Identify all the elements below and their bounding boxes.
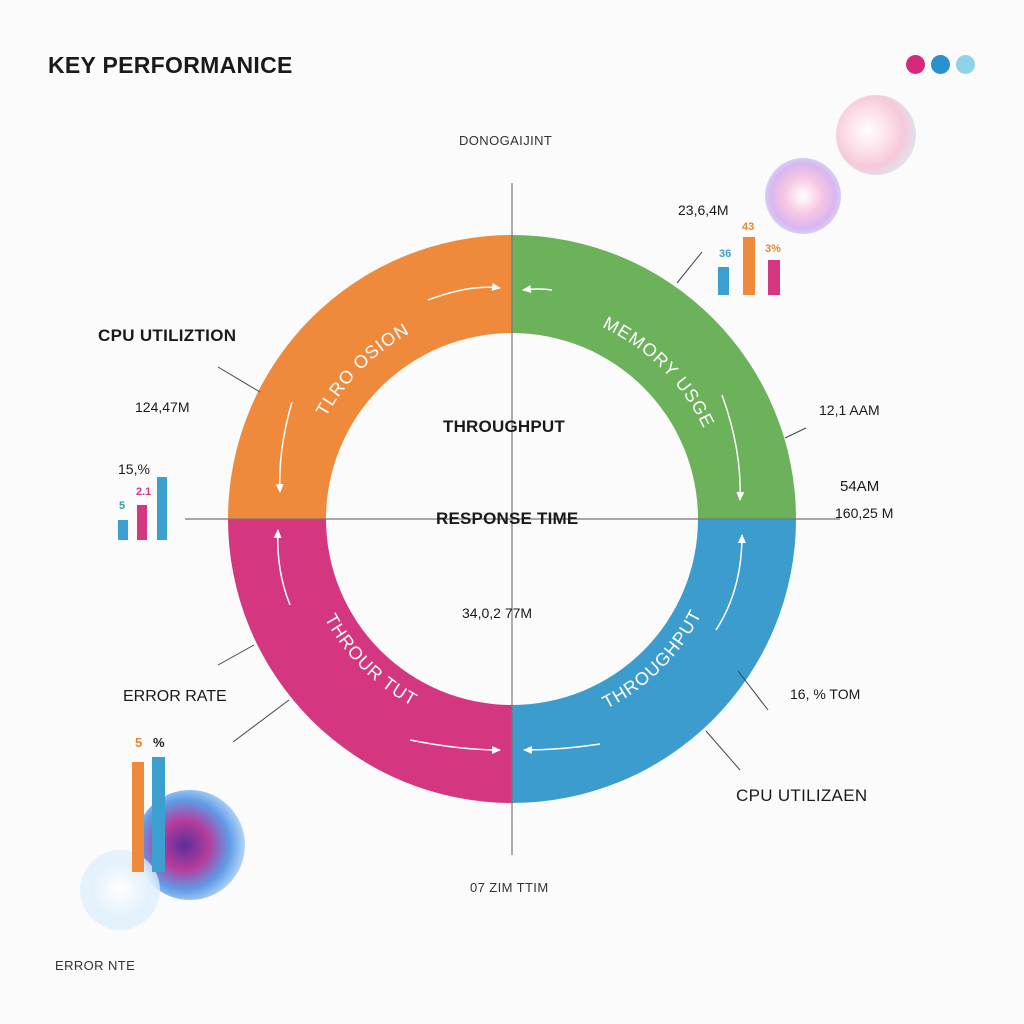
arrow-top-left-icon — [427, 282, 501, 301]
page-title: KEY PERFORMANICE — [48, 52, 293, 78]
cpu-utilization-value: 124,47M — [135, 399, 190, 415]
bar — [118, 520, 128, 540]
dot-blue-icon — [931, 55, 950, 74]
bar — [152, 757, 165, 872]
bar — [718, 267, 729, 295]
segment-top-left — [228, 235, 512, 519]
right-value-1: 12,1 AAM — [819, 402, 880, 418]
left-mini-bar-chart: 5 2.1 — [118, 470, 178, 540]
cpu-utilization-right-label: CPU UTILIZAEN — [736, 786, 868, 805]
leader-line — [737, 670, 769, 711]
arrow-top-right-icon — [522, 285, 553, 294]
right-top-value: 23,6,4M — [678, 202, 729, 218]
leader-line — [784, 427, 807, 439]
bar — [768, 260, 780, 295]
bar — [157, 477, 167, 540]
error-rate-label: ERROR RATE — [123, 688, 227, 705]
arrow-left-up-icon — [275, 401, 293, 493]
arrow-bottom-right-icon — [523, 743, 601, 754]
decorative-bubble-icon — [80, 850, 160, 930]
bar-value-label: 43 — [742, 221, 755, 233]
arrow-bottom-left-icon — [409, 739, 501, 754]
bar — [137, 505, 147, 540]
right-value-4: 16, % TOM — [790, 686, 861, 702]
leader-line — [217, 644, 255, 666]
center-value: 34,0,2 77M — [462, 605, 533, 621]
leader-line — [217, 366, 261, 393]
arrow-left-down-icon — [273, 529, 291, 606]
top-axis-label: DONOGAIJINT — [459, 133, 553, 148]
bar-value-label: 3% — [765, 243, 781, 255]
cpu-utilization-label: CPU UTILIZTION — [98, 326, 237, 345]
dot-cyan-icon — [956, 55, 975, 74]
right-mini-bar-chart: 36 43 3% — [718, 218, 788, 295]
left-chart-top-label: 15,% — [118, 461, 150, 477]
bottom-axis-label: 07 ZIM TTIM — [470, 880, 549, 895]
center-response-time-label: RESPONSE TIME — [436, 509, 579, 528]
bar-value-label: % — [153, 735, 165, 750]
segment-top-right — [512, 235, 796, 519]
bar-value-label: 5 — [135, 735, 143, 750]
dot-magenta-icon — [906, 55, 925, 74]
right-value-2: 54AM — [840, 478, 880, 495]
error-rate-bar-chart: 5 % — [130, 735, 170, 872]
leader-line — [676, 251, 703, 284]
right-value-3: 160,25 M — [835, 505, 894, 521]
footer-label: ERROR NTE — [55, 958, 136, 973]
arrow-right-down-icon — [721, 394, 745, 501]
bar-value-label: 36 — [719, 248, 732, 260]
segment-bottom-left — [228, 519, 512, 803]
leader-line — [705, 730, 741, 771]
decorative-bubble-icon — [836, 95, 916, 175]
decorative-bubble-icon — [765, 158, 841, 234]
bar-value-label: 2.1 — [136, 486, 152, 498]
bar — [743, 237, 755, 295]
bar — [132, 762, 144, 872]
center-throughput-label: THROUGHPUT — [443, 417, 565, 436]
arrow-right-up-icon — [715, 534, 746, 631]
leader-line — [232, 699, 290, 743]
bar-value-label: 5 — [119, 500, 126, 512]
segment-bottom-right — [512, 519, 796, 803]
